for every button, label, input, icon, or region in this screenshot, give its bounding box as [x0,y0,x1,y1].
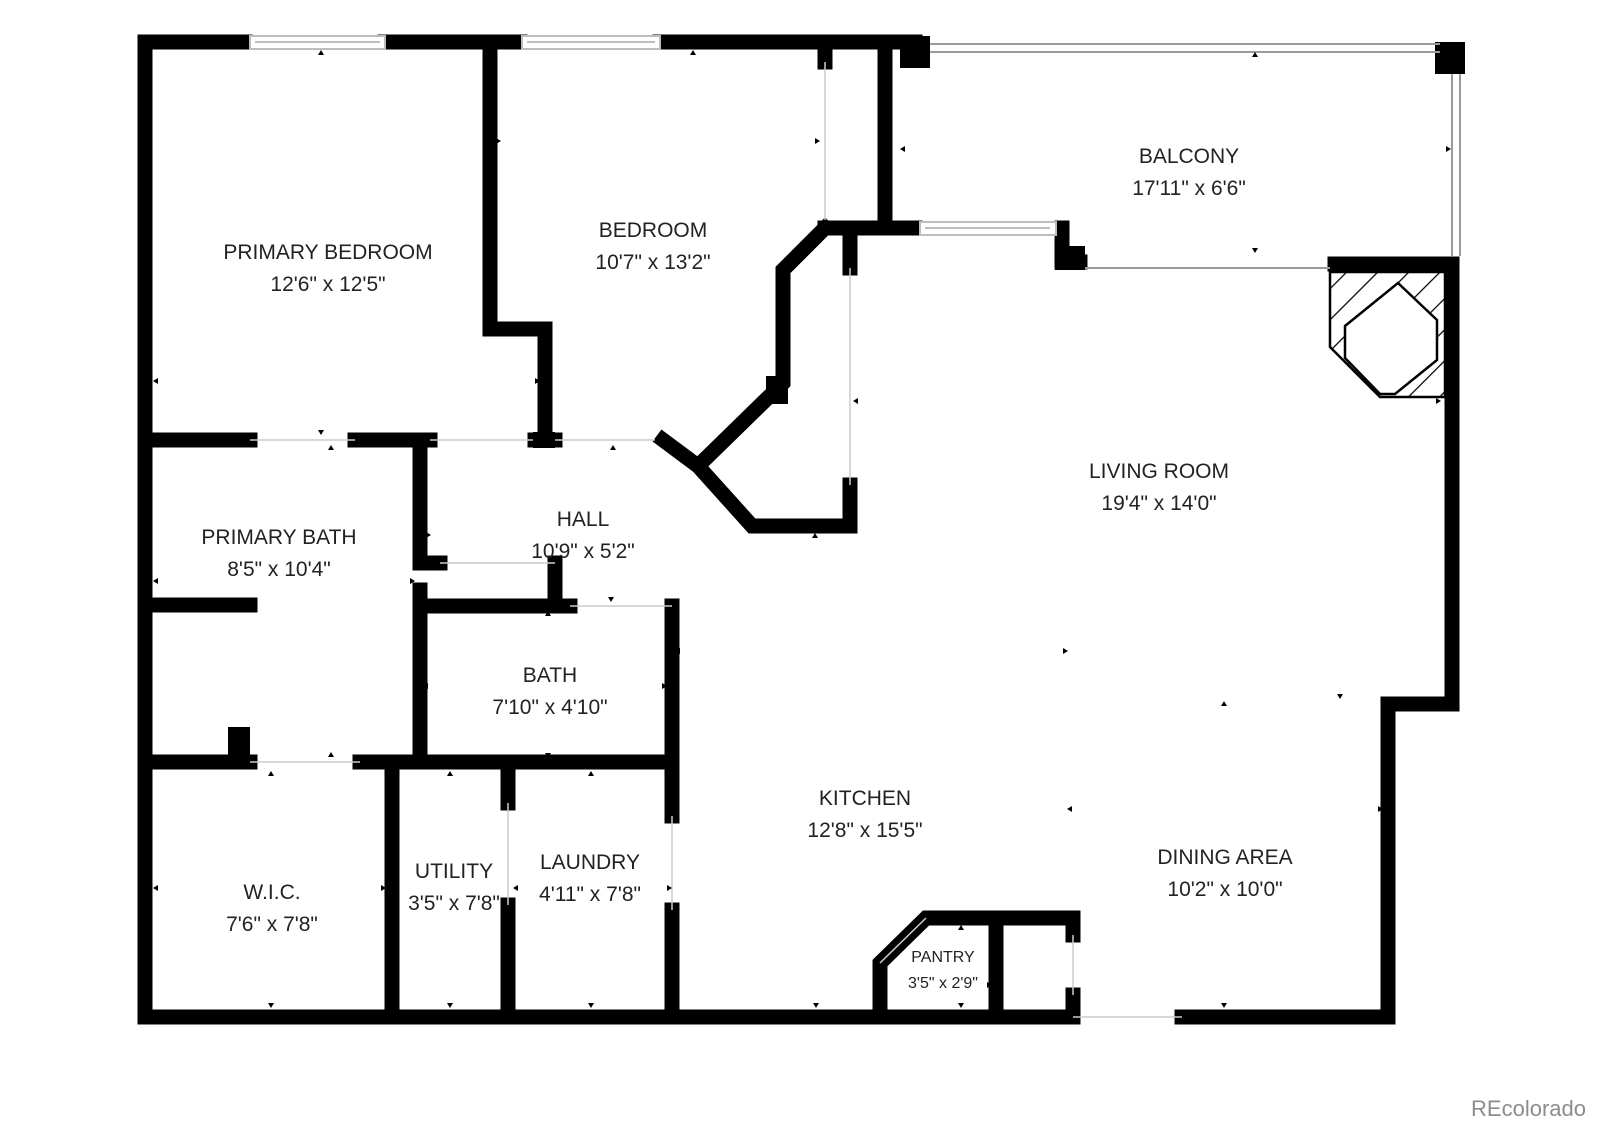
room-name: PANTRY [911,949,975,966]
room-dimensions: 10'2" x 10'0" [1167,878,1282,901]
room-dimensions: 7'6" x 7'8" [226,913,318,936]
room-name: KITCHEN [819,787,911,810]
room-label-kitchen: KITCHEN 12'8" x 15'5" [807,787,922,842]
room-name: HALL [557,508,610,531]
room-label-living-room: LIVING ROOM 19'4" x 14'0" [1089,460,1229,515]
room-name: PRIMARY BEDROOM [223,241,432,264]
room-label-wic: W.I.C. 7'6" x 7'8" [226,881,318,936]
room-dimensions: 7'10" x 4'10" [492,696,607,719]
room-dimensions: 17'11" x 6'6" [1132,177,1246,200]
dimension-markers [153,50,1451,1008]
room-name: LIVING ROOM [1089,460,1229,483]
room-name: BEDROOM [599,219,708,242]
room-name: LAUNDRY [540,851,640,874]
fireplace-hearth [1343,281,1439,396]
room-label-utility: UTILITY 3'5" x 7'8" [408,860,500,915]
balcony-railing [930,43,1461,269]
walls [137,34,1460,1025]
door-openings [250,62,1182,1018]
room-label-dining-area: DINING AREA 10'2" x 10'0" [1157,846,1292,901]
room-dimensions: 10'9" x 5'2" [531,540,635,563]
room-name: BATH [523,664,577,687]
room-name: DINING AREA [1157,846,1292,869]
room-dimensions: 3'5" x 7'8" [408,892,500,915]
room-label-balcony: BALCONY 17'11" x 6'6" [1132,145,1246,200]
room-dimensions: 12'6" x 12'5" [270,273,385,296]
room-label-primary-bath: PRIMARY BATH 8'5" x 10'4" [201,526,356,581]
room-label-hall: HALL 10'9" x 5'2" [531,508,635,563]
room-dimensions: 8'5" x 10'4" [227,558,331,581]
room-label-bath: BATH 7'10" x 4'10" [492,664,607,719]
room-dimensions: 3'5" x 2'9" [908,975,978,992]
room-label-laundry: LAUNDRY 4'11" x 7'8" [539,851,641,906]
room-dimensions: 4'11" x 7'8" [539,883,641,906]
room-label-pantry: PANTRY 3'5" x 2'9" [908,949,978,992]
room-label-primary-bedroom: PRIMARY BEDROOM 12'6" x 12'5" [223,241,432,296]
watermark: REcolorado [1471,1096,1586,1121]
room-name: W.I.C. [243,881,300,904]
room-name: UTILITY [415,860,493,883]
room-dimensions: 10'7" x 13'2" [595,251,710,274]
room-dimensions: 19'4" x 14'0" [1101,492,1216,515]
room-label-bedroom: BEDROOM 10'7" x 13'2" [595,219,710,274]
room-name: BALCONY [1139,145,1239,168]
room-dimensions: 12'8" x 15'5" [807,819,922,842]
room-name: PRIMARY BATH [201,526,356,549]
wall-posts [228,36,1465,765]
windows [249,35,1057,236]
